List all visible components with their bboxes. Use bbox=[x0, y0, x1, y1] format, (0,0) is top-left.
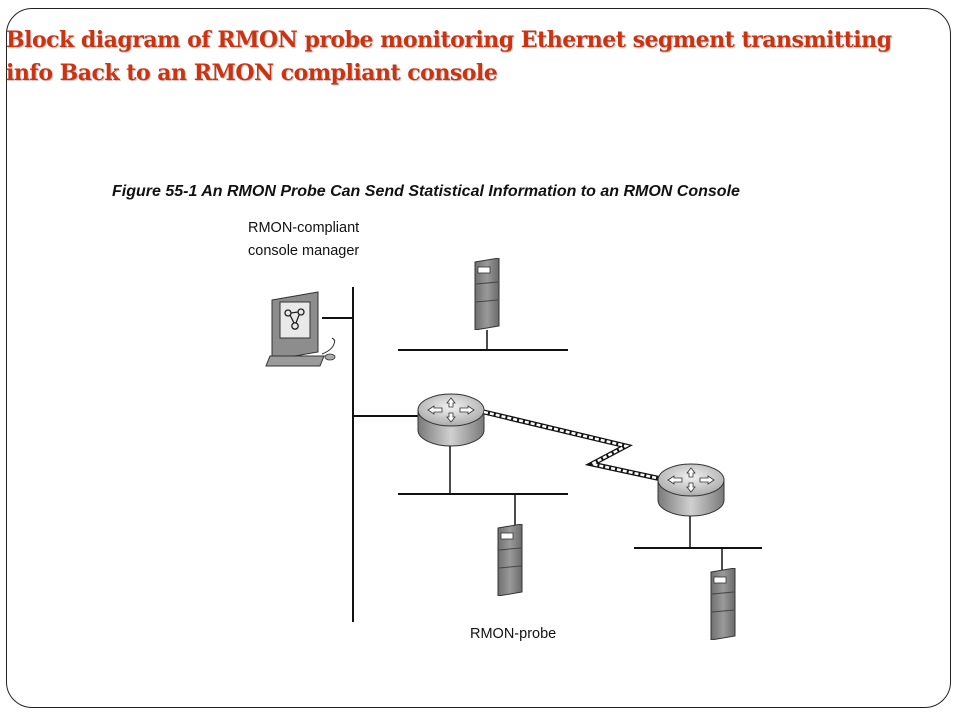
server-top-icon bbox=[474, 258, 500, 330]
router-2-icon bbox=[657, 463, 725, 517]
figure-caption: Figure 55-1 An RMON Probe Can Send Stati… bbox=[112, 183, 740, 200]
rmon-probe-icon bbox=[497, 524, 523, 596]
probe-label: RMON-probe bbox=[470, 626, 556, 642]
slide-title-line-1: Block diagram of RMON probe monitoring E… bbox=[6, 27, 892, 53]
router-1-icon bbox=[417, 393, 485, 447]
slide-title-line-2: info Back to an RMON compliant console bbox=[6, 60, 498, 86]
serial-wan-link bbox=[483, 409, 667, 483]
console-label-line-1: RMON-compliant bbox=[248, 220, 359, 236]
slide-title: Block diagram of RMON probe monitoring E… bbox=[6, 24, 906, 90]
console-workstation-icon bbox=[265, 291, 353, 367]
server-right-icon bbox=[710, 568, 736, 640]
console-label-line-2: console manager bbox=[248, 243, 359, 259]
slide-frame bbox=[6, 8, 951, 708]
